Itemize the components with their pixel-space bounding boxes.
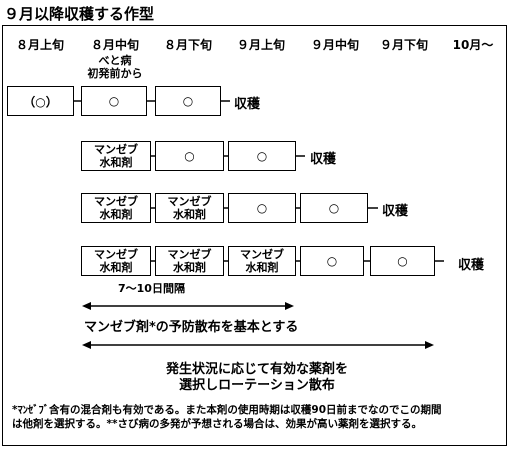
spray-mark: （○） <box>23 94 58 109</box>
mancozeb-line-2: 水和剤 <box>173 208 206 221</box>
mancozeb-line-1: マンゼブ <box>94 195 138 208</box>
row4-box-aug-mid: マンゼブ 水和剤 <box>81 246 151 276</box>
preventive-spray-label: マンゼブ剤*の予防散布を基本とする <box>84 320 299 335</box>
rotation-spray-label: 発生状況に応じて有効な薬剤を 選択しローテーション散布 <box>152 362 362 394</box>
footnote: *ﾏﾝｾﾞﾌﾞ含有の混合剤も有効である。また本剤の使用時期は収穫90日前までなの… <box>12 403 502 431</box>
row3-box-aug-late: マンゼブ 水和剤 <box>155 193 224 223</box>
period-oct: 10月～ <box>452 38 494 52</box>
note-line-2: 初発前から <box>87 67 143 80</box>
spray-mark: ○ <box>184 149 195 163</box>
mancozeb-line-2: 水和剤 <box>99 208 133 221</box>
row1-box-aug-mid: ○ <box>81 86 147 116</box>
rotation-line-2: 選択しローテーション散布 <box>179 378 335 393</box>
period-aug-mid: ８月中旬 <box>90 38 140 52</box>
mancozeb-line-1: マンゼブ <box>94 143 138 156</box>
row1-box-aug-late: ○ <box>155 86 221 116</box>
spray-mark: ○ <box>326 254 338 268</box>
spray-mark: ○ <box>256 149 268 163</box>
footnote-line-2: は他剤を選択する。**さび病の多発が予想される場合は、効果が高い薬剤を選択する。 <box>12 418 422 430</box>
diagram-frame <box>2 25 507 446</box>
period-sep-mid: ９月中旬 <box>310 38 360 52</box>
spray-mark: ○ <box>108 94 120 108</box>
row2-harvest-label: 収穫 <box>310 152 337 167</box>
row1-harvest-label: 収穫 <box>234 97 261 112</box>
spray-interval-label: 7～10日間隔 <box>118 282 185 295</box>
spray-mark: ○ <box>397 254 408 268</box>
row3-harvest-label: 収穫 <box>382 204 409 219</box>
period-sep-early: ９月上旬 <box>236 38 286 52</box>
note-line-1: べと病 <box>98 54 132 67</box>
mancozeb-line-2: 水和剤 <box>99 261 133 274</box>
row3-box-sep-mid: ○ <box>300 193 368 223</box>
period-aug-late: ８月下旬 <box>163 38 213 52</box>
period-aug-early: ８月上旬 <box>15 38 65 52</box>
mancozeb-line-1: マンゼブ <box>167 248 212 261</box>
row4-box-aug-late: マンゼブ 水和剤 <box>155 246 224 276</box>
row4-box-sep-late: ○ <box>370 246 435 276</box>
spray-mark: ○ <box>256 201 268 215</box>
row2-box-sep-early: ○ <box>228 141 296 171</box>
row3-box-sep-early: ○ <box>228 193 296 223</box>
row2-box-aug-mid: マンゼブ 水和剤 <box>81 141 151 171</box>
mancozeb-line-1: マンゼブ <box>167 195 212 208</box>
footnote-line-1: *ﾏﾝｾﾞﾌﾞ含有の混合剤も有効である。また本剤の使用時期は収穫90日前までなの… <box>12 404 442 416</box>
row4-box-sep-mid: ○ <box>300 246 364 276</box>
spray-mark: ○ <box>182 94 194 108</box>
mancozeb-line-2: 水和剤 <box>99 156 133 169</box>
row1-box-aug-early: （○） <box>7 86 74 116</box>
page-title: ９月以降収穫する作型 <box>4 5 155 23</box>
spray-mark: ○ <box>328 201 340 215</box>
row4-harvest-label: 収穫 <box>458 258 485 273</box>
downy-mildew-note: べと病 初発前から <box>70 54 160 80</box>
mancozeb-line-1: マンゼブ <box>240 248 284 261</box>
mancozeb-line-2: 水和剤 <box>245 261 279 274</box>
mancozeb-line-2: 水和剤 <box>173 261 206 274</box>
rotation-line-1: 発生状況に応じて有効な薬剤を <box>165 362 348 377</box>
mancozeb-line-1: マンゼブ <box>94 248 138 261</box>
row3-box-aug-mid: マンゼブ 水和剤 <box>81 193 151 223</box>
period-sep-late: ９月下旬 <box>379 38 429 52</box>
row2-box-aug-late: ○ <box>155 141 224 171</box>
row4-box-sep-early: マンゼブ 水和剤 <box>228 246 296 276</box>
